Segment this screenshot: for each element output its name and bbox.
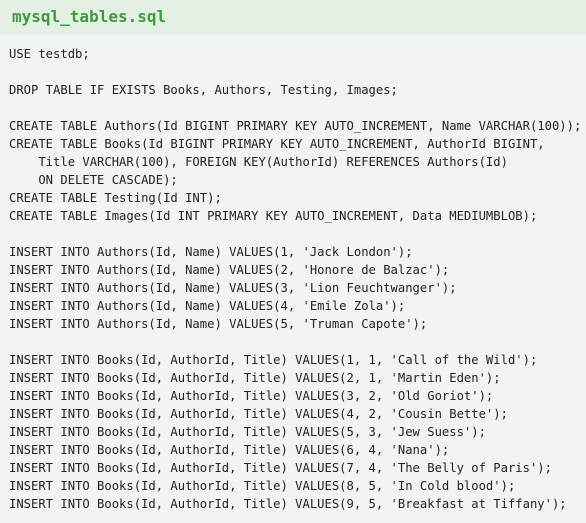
code-line: INSERT INTO Books(Id, AuthorId, Title) V… — [9, 353, 538, 367]
code-line: INSERT INTO Books(Id, AuthorId, Title) V… — [9, 443, 450, 457]
code-block: USE testdb; DROP TABLE IF EXISTS Books, A… — [9, 45, 581, 513]
code-line: ON DELETE CASCADE); — [9, 173, 178, 187]
code-line: INSERT INTO Books(Id, AuthorId, Title) V… — [9, 389, 494, 403]
code-line: DROP TABLE IF EXISTS Books, Authors, Tes… — [9, 83, 398, 97]
code-line: INSERT INTO Authors(Id, Name) VALUES(3, … — [9, 281, 457, 295]
code-line — [9, 333, 581, 351]
code-line — [9, 225, 581, 243]
code-line: INSERT INTO Books(Id, AuthorId, Title) V… — [9, 371, 501, 385]
code-line: INSERT INTO Books(Id, AuthorId, Title) V… — [9, 425, 486, 439]
file-name: mysql_tables.sql — [12, 7, 167, 26]
code-line: INSERT INTO Authors(Id, Name) VALUES(4, … — [9, 299, 406, 313]
code-line: INSERT INTO Authors(Id, Name) VALUES(2, … — [9, 263, 450, 277]
code-line: INSERT INTO Books(Id, AuthorId, Title) V… — [9, 461, 552, 475]
code-line: INSERT INTO Books(Id, AuthorId, Title) V… — [9, 479, 516, 493]
code-line: USE testdb; — [9, 47, 90, 61]
code-line: CREATE TABLE Testing(Id INT); — [9, 191, 222, 205]
code-line: Title VARCHAR(100), FOREIGN KEY(AuthorId… — [9, 155, 508, 169]
file-header: mysql_tables.sql — [0, 0, 586, 34]
code-line: INSERT INTO Authors(Id, Name) VALUES(5, … — [9, 317, 428, 331]
code-line: CREATE TABLE Authors(Id BIGINT PRIMARY K… — [9, 119, 582, 133]
code-line: CREATE TABLE Books(Id BIGINT PRIMARY KEY… — [9, 137, 545, 151]
code-line: INSERT INTO Books(Id, AuthorId, Title) V… — [9, 407, 508, 421]
code-line: INSERT INTO Books(Id, AuthorId, Title) V… — [9, 497, 567, 511]
code-line: INSERT INTO Authors(Id, Name) VALUES(1, … — [9, 245, 413, 259]
code-line — [9, 63, 581, 81]
code-line — [9, 99, 581, 117]
code-line: CREATE TABLE Images(Id INT PRIMARY KEY A… — [9, 209, 538, 223]
